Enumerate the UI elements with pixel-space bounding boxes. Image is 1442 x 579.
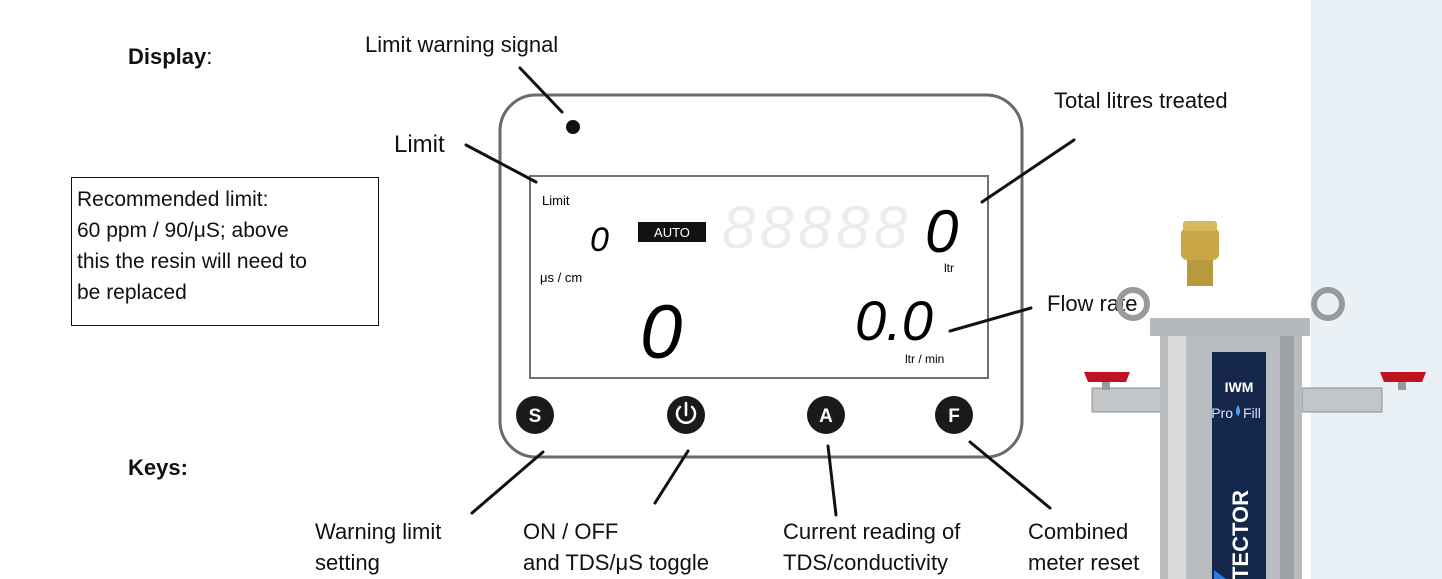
key-f-button[interactable]: F [935, 396, 973, 434]
leader-lines [464, 66, 1076, 517]
key-f-letter: F [948, 406, 960, 427]
product-label [1212, 352, 1266, 579]
lcd-window [529, 175, 989, 379]
leader-key-a [826, 444, 838, 517]
recommended-limit-line: Recommended limit: [77, 188, 269, 211]
recommended-limit-box: Recommended limit: 60 ppm / 90/μS; above… [71, 177, 379, 326]
keys-heading: Keys: [128, 455, 188, 480]
power-icon [675, 405, 697, 424]
ghost-segments: 8 8 8 8 8 [722, 194, 908, 261]
product-name-suffix: Fill [1243, 405, 1261, 421]
top-plate [1150, 318, 1310, 336]
lcd-total-value: 0 [925, 198, 958, 265]
product-vertical-label: TECTOR [1228, 490, 1253, 579]
leader-limit [464, 143, 538, 184]
leader-key-f [968, 440, 1052, 510]
brand-logo: IWM [1225, 379, 1254, 395]
power-button[interactable] [667, 396, 705, 434]
ghost-digit: 8 [722, 194, 756, 261]
limit-warning-signal-label: Limit warning signal [365, 32, 559, 57]
lcd-limit-label: Limit [542, 193, 570, 208]
eyelet-left [1116, 287, 1150, 321]
key-s-button[interactable]: S [516, 396, 554, 434]
key-a-letter: A [819, 406, 833, 427]
recommended-limit-line: be replaced [77, 281, 187, 304]
product-filter-unit: IWM Pro Fill TECTOR [1084, 221, 1426, 579]
pipe-left [1091, 387, 1173, 413]
recommended-limit-line: 60 ppm / 90/μS; above [77, 219, 289, 242]
ghost-digit: 8 [798, 194, 832, 261]
warning-led-icon [566, 120, 580, 134]
label-arrow [1214, 570, 1226, 579]
leader-key-power [653, 449, 690, 505]
brass-cap-top [1183, 221, 1217, 231]
key-f-circle[interactable] [935, 396, 973, 434]
key-s-letter: S [529, 406, 542, 427]
auto-badge [638, 222, 706, 242]
valve-stem-right [1398, 376, 1406, 390]
product-name: Pro [1211, 405, 1233, 421]
ghost-digit: 8 [836, 194, 870, 261]
lcd-reading-value: 0 [640, 290, 682, 375]
display-heading: Display: [128, 44, 213, 69]
eyelet-right [1311, 287, 1345, 321]
key-s-circle[interactable] [516, 396, 554, 434]
valve-handle-right [1380, 372, 1426, 382]
ghost-digit: 8 [760, 194, 794, 261]
key-a-button[interactable]: A [807, 396, 845, 434]
leader-key-s [470, 450, 545, 515]
drop-icon [1236, 405, 1240, 416]
lcd-limit-unit: μs / cm [540, 270, 582, 285]
total-litres-label: Total litres treated [1054, 88, 1228, 113]
leader-limit-warning [518, 66, 564, 114]
recommended-limit-line: this the resin will need to [77, 250, 307, 273]
brass-cap-base [1187, 258, 1213, 286]
lcd-total-unit: ltr [944, 261, 954, 275]
auto-badge-text: AUTO [654, 225, 690, 240]
limit-label: Limit [394, 131, 445, 158]
cylinder-highlight [1168, 336, 1186, 579]
lcd-flow-unit: ltr / min [905, 352, 944, 366]
lcd-limit-value: 0 [590, 221, 609, 259]
valve-handle-left [1084, 372, 1130, 382]
leader-flow-rate [948, 306, 1033, 333]
pipe-right [1301, 387, 1383, 413]
ghost-digit: 8 [874, 194, 908, 261]
leader-total-litres [980, 138, 1076, 204]
key-a-circle[interactable] [807, 396, 845, 434]
cylinder-shade [1280, 336, 1294, 579]
brass-cap [1181, 228, 1219, 260]
valve-stem-left [1102, 376, 1110, 390]
lcd-flow-value: 0.0 [855, 289, 933, 352]
